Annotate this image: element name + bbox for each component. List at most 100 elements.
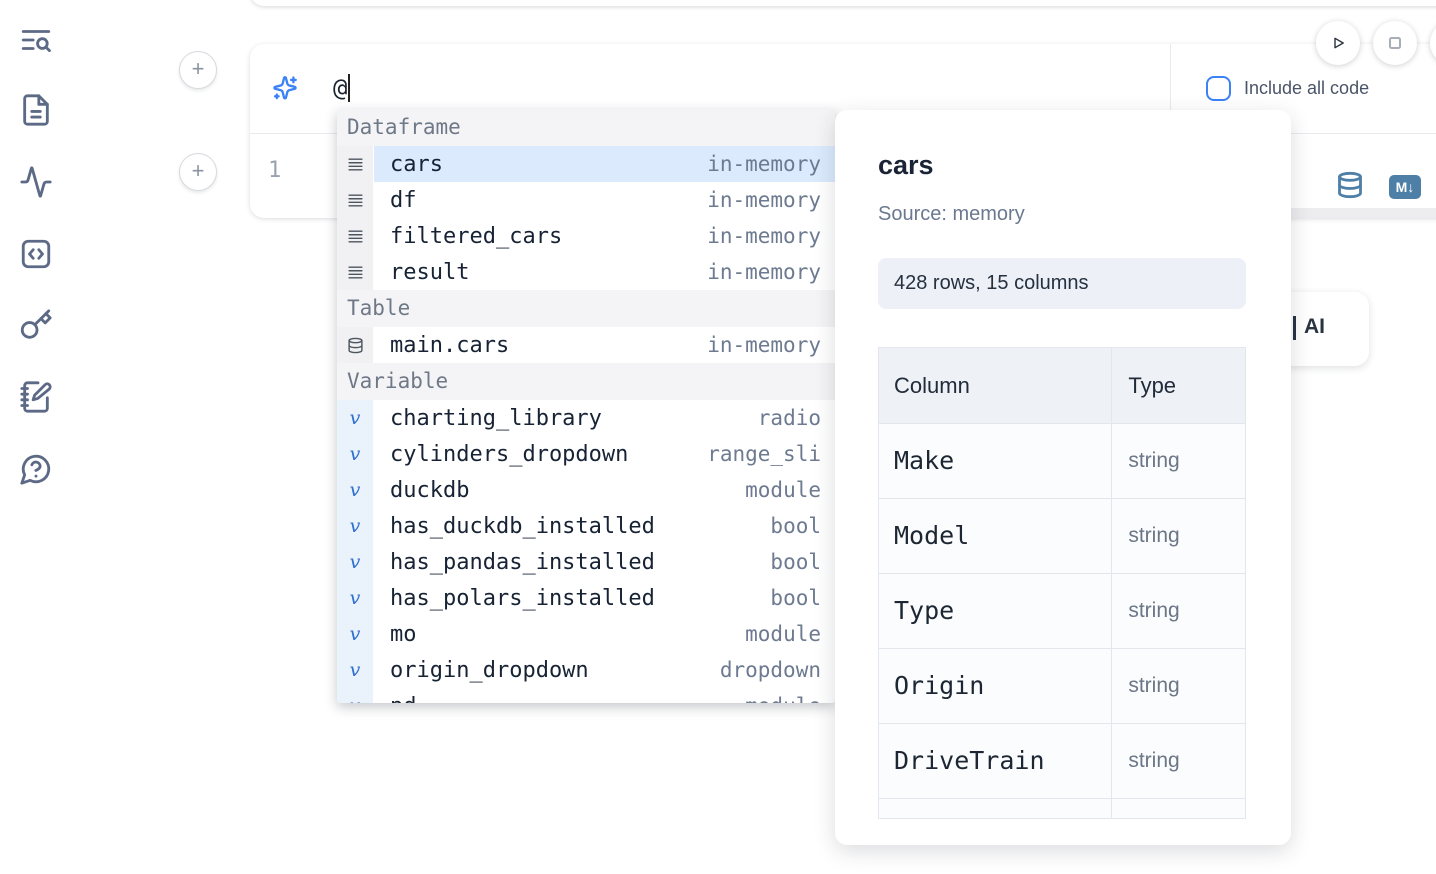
variable-icon: v [337, 544, 373, 580]
item-name: pd [390, 694, 417, 704]
item-type: in-memory [707, 188, 821, 212]
item-type: module [745, 622, 821, 646]
code-editor-row[interactable]: 1 M↓ [250, 134, 1436, 208]
item-type: range_sli [707, 442, 821, 466]
add-cell-below-button[interactable]: + [179, 153, 217, 191]
column-type-cell: string [1128, 449, 1180, 472]
autocomplete-popup: Dataframe cars in-memory df in-memory filtere… [337, 109, 835, 703]
column-name-cell: DriveTrain [879, 724, 1113, 798]
dataframe-preview-panel: cars Source: memory 428 rows, 15 columns… [835, 110, 1291, 845]
add-cell-above-button[interactable]: + [179, 51, 217, 89]
rows-icon [337, 254, 373, 290]
stop-button[interactable] [1373, 21, 1417, 65]
autocomplete-item[interactable]: v pd module [337, 688, 835, 703]
left-sidebar [0, 0, 70, 874]
table-row: Make string [879, 424, 1245, 499]
item-name: filtered_cars [390, 223, 563, 249]
preview-source: Source: memory [878, 203, 1025, 225]
table-row-clipped [879, 799, 1245, 818]
variable-icon: v [337, 508, 373, 544]
column-name-cell: Make [879, 424, 1113, 498]
list-search-icon[interactable] [19, 23, 53, 57]
item-name: has_polars_installed [390, 585, 655, 611]
table-header-row: Column Type [879, 348, 1245, 424]
help-circle-icon[interactable] [19, 452, 53, 486]
variable-icon: v [337, 688, 373, 703]
play-icon [1334, 37, 1344, 49]
column-type-cell: string [1128, 749, 1180, 772]
autocomplete-group-header: Variable [337, 363, 835, 400]
item-type: module [745, 478, 821, 502]
table-row: Origin string [879, 649, 1245, 724]
column-type-cell: string [1128, 599, 1180, 622]
activity-icon[interactable] [19, 165, 53, 199]
autocomplete-group-header: Dataframe [337, 109, 835, 146]
item-name: charting_library [390, 405, 602, 431]
autocomplete-item[interactable]: result in-memory [337, 254, 835, 290]
previous-cell-edge [250, 0, 1436, 6]
item-type: module [745, 694, 821, 703]
preview-shape-badge: 428 rows, 15 columns [878, 258, 1246, 309]
item-name: cylinders_dropdown [390, 441, 629, 467]
column-header: Type [1128, 373, 1177, 398]
markdown-icon[interactable]: M↓ [1389, 175, 1421, 199]
sparkles-icon [271, 75, 299, 103]
include-all-code-option: Include all code [1206, 76, 1369, 101]
item-name: origin_dropdown [390, 657, 589, 683]
variable-icon: v [337, 472, 373, 508]
rows-icon [337, 218, 373, 254]
key-icon[interactable] [19, 308, 53, 342]
include-all-code-label: Include all code [1244, 78, 1370, 98]
item-name: result [390, 259, 470, 285]
rows-icon [337, 182, 373, 218]
variable-icon: v [337, 652, 373, 688]
variable-icon: v [337, 616, 373, 652]
item-name: df [390, 187, 417, 213]
database-icon[interactable] [1336, 170, 1364, 200]
column-name-cell: Origin [879, 649, 1113, 723]
autocomplete-item[interactable]: v charting_library radio [337, 400, 835, 436]
item-type: bool [770, 586, 821, 610]
item-type: in-memory [707, 260, 821, 284]
table-row: DriveTrain string [879, 724, 1245, 799]
item-type: in-memory [707, 152, 821, 176]
autocomplete-item[interactable]: v origin_dropdown dropdown [337, 652, 835, 688]
run-cell-button[interactable] [1316, 21, 1360, 65]
extra-action-button[interactable] [1430, 21, 1436, 65]
file-text-icon[interactable] [19, 93, 53, 127]
item-type: dropdown [719, 658, 821, 682]
rows-icon [337, 146, 373, 182]
item-type: radio [757, 406, 821, 430]
notebook-pen-icon[interactable] [19, 380, 53, 414]
line-number: 1 [268, 158, 282, 183]
autocomplete-item[interactable]: v has_polars_installed bool [337, 580, 835, 616]
column-type-cell: string [1128, 674, 1180, 697]
item-name: main.cars [390, 332, 510, 358]
item-type: bool [770, 514, 821, 538]
vertical-divider [1170, 44, 1171, 133]
item-name: cars [390, 151, 443, 177]
code-square-icon[interactable] [19, 237, 53, 271]
autocomplete-item[interactable]: cars in-memory [337, 146, 835, 182]
item-name: mo [390, 621, 417, 647]
include-all-code-checkbox[interactable] [1206, 76, 1231, 101]
variable-icon: v [337, 580, 373, 616]
item-type: bool [770, 550, 821, 574]
stop-square-icon [1389, 37, 1401, 49]
ai-button[interactable]: AI [1277, 292, 1369, 366]
autocomplete-item[interactable]: df in-memory [337, 182, 835, 218]
variable-icon: v [337, 400, 373, 436]
column-header: Column [879, 348, 1113, 423]
ai-prompt-input[interactable]: @ [333, 70, 351, 106]
column-type-cell: string [1128, 524, 1180, 547]
